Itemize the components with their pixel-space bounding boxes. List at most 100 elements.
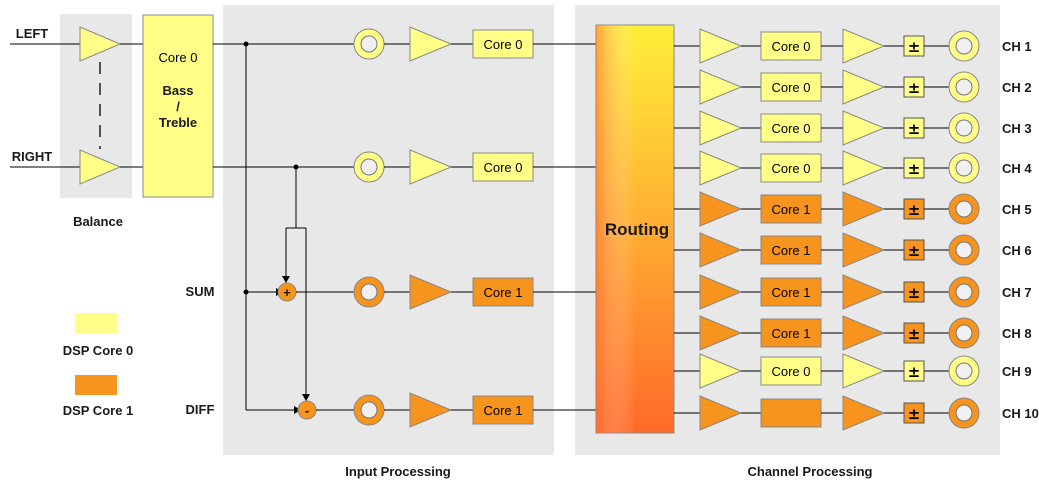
input-core-box: [472, 277, 534, 307]
treble-label: Treble: [159, 115, 197, 130]
polarity-symbol: ±: [908, 120, 921, 138]
legend-core0-label: DSP Core 0: [63, 343, 134, 358]
channel-core-box: [760, 398, 822, 428]
channel-core-label: Core 1: [771, 326, 810, 341]
input-core-label: Core 0: [483, 160, 522, 175]
bass-treble-block: [142, 14, 214, 198]
channel-output-amplifier: [842, 150, 886, 186]
bass-treble-core-label: Core 0: [158, 50, 197, 65]
channel-name-label: CH 4: [1002, 161, 1032, 176]
channel-core-box: [760, 72, 822, 102]
channel-core-box: [760, 318, 822, 348]
channel-gain-amplifier: [699, 395, 743, 431]
sum-symbol: +: [283, 285, 291, 300]
input-processing-rows: Core 0 Core 0 Core 1 Core 1: [353, 26, 596, 428]
channel-meter-inner: [955, 362, 973, 380]
legend-core1-swatch: [75, 375, 117, 395]
polarity-symbol: ±: [908, 405, 921, 423]
channel-meter-inner: [955, 119, 973, 137]
right-input-label: RIGHT: [12, 149, 53, 164]
channel-core-label: Core 0: [771, 364, 810, 379]
bass-treble-slash: /: [176, 99, 180, 114]
channel-processing-label: Channel Processing: [748, 464, 873, 479]
polarity-symbol: ±: [908, 160, 921, 178]
diff-label: DIFF: [186, 402, 215, 417]
channel-core-label: Core 0: [771, 80, 810, 95]
channel-core-label: Core 0: [771, 39, 810, 54]
input-processing-panel: [223, 5, 554, 455]
channel-meter-inner: [955, 283, 973, 301]
polarity-symbol: ±: [908, 38, 921, 56]
input-gain-amplifier: [409, 274, 453, 310]
routing-block-shade: [596, 25, 674, 433]
input-meter-inner: [360, 35, 378, 53]
channel-core-box: [760, 113, 822, 143]
channel-core-label: Core 0: [771, 161, 810, 176]
polarity-symbol: ±: [908, 363, 921, 381]
channel-meter-inner: [955, 159, 973, 177]
channel-core-label: Core 0: [771, 121, 810, 136]
channel-meter-inner: [955, 37, 973, 55]
input-core-box: [472, 29, 534, 59]
channel-processing-rows: Core 0 ± CH 1 Core 0 ± CH 2 Core 0 ± CH 3 Core 0 ±…: [674, 28, 1039, 431]
channel-name-label: CH 5: [1002, 202, 1032, 217]
channel-name-label: CH 10: [1002, 406, 1039, 421]
polarity-symbol: ±: [908, 201, 921, 219]
channel-name-label: CH 8: [1002, 326, 1032, 341]
legend-core0-swatch: [75, 313, 117, 333]
polarity-symbol: ±: [908, 325, 921, 343]
input-core-label: Core 1: [483, 285, 522, 300]
channel-meter-inner: [955, 200, 973, 218]
channel-name-label: CH 2: [1002, 80, 1032, 95]
channel-gain-amplifier: [699, 150, 743, 186]
channel-output-amplifier: [842, 69, 886, 105]
legend-core1-label: DSP Core 1: [63, 403, 134, 418]
channel-core-box: [760, 356, 822, 386]
polarity-symbol: ±: [908, 79, 921, 97]
channel-meter-inner: [955, 324, 973, 342]
input-gain-amplifier: [409, 392, 453, 428]
balance-label: Balance: [73, 214, 123, 229]
channel-gain-amplifier: [699, 232, 743, 268]
channel-gain-amplifier: [699, 353, 743, 389]
channel-output-amplifier: [842, 28, 886, 64]
channel-output-amplifier: [842, 353, 886, 389]
polarity-symbol: ±: [908, 242, 921, 260]
input-gain-amplifier: [409, 149, 453, 185]
channel-core-box: [760, 194, 822, 224]
channel-output-amplifier: [842, 110, 886, 146]
channel-name-label: CH 9: [1002, 364, 1032, 379]
sum-label: SUM: [186, 284, 215, 299]
channel-gain-amplifier: [699, 69, 743, 105]
diff-symbol: -: [305, 403, 309, 418]
bass-label: Bass: [162, 83, 193, 98]
channel-meter-inner: [955, 404, 973, 422]
input-core-label: Core 0: [483, 37, 522, 52]
balance-right-amplifier: [79, 149, 122, 185]
input-core-box: [472, 152, 534, 182]
channel-gain-amplifier: [699, 28, 743, 64]
routing-label: Routing: [605, 220, 669, 239]
input-processing-label: Input Processing: [345, 464, 451, 479]
channel-output-amplifier: [842, 395, 886, 431]
channel-core-label: Core 1: [771, 243, 810, 258]
channel-name-label: CH 6: [1002, 243, 1032, 258]
channel-core-box: [760, 277, 822, 307]
channel-core-label: Core 1: [771, 202, 810, 217]
input-core-label: Core 1: [483, 403, 522, 418]
channel-meter-inner: [955, 78, 973, 96]
channel-gain-amplifier: [699, 191, 743, 227]
channel-output-amplifier: [842, 274, 886, 310]
channel-meter-inner: [955, 241, 973, 259]
input-meter-inner: [360, 401, 378, 419]
channel-core-box: [760, 153, 822, 183]
balance-left-amplifier: [79, 26, 122, 62]
channel-name-label: CH 1: [1002, 39, 1032, 54]
input-gain-amplifier: [409, 26, 453, 62]
channel-core-label: Core 1: [771, 285, 810, 300]
channel-core-box: [760, 31, 822, 61]
channel-gain-amplifier: [699, 110, 743, 146]
channel-gain-amplifier: [699, 315, 743, 351]
channel-name-label: CH 3: [1002, 121, 1032, 136]
